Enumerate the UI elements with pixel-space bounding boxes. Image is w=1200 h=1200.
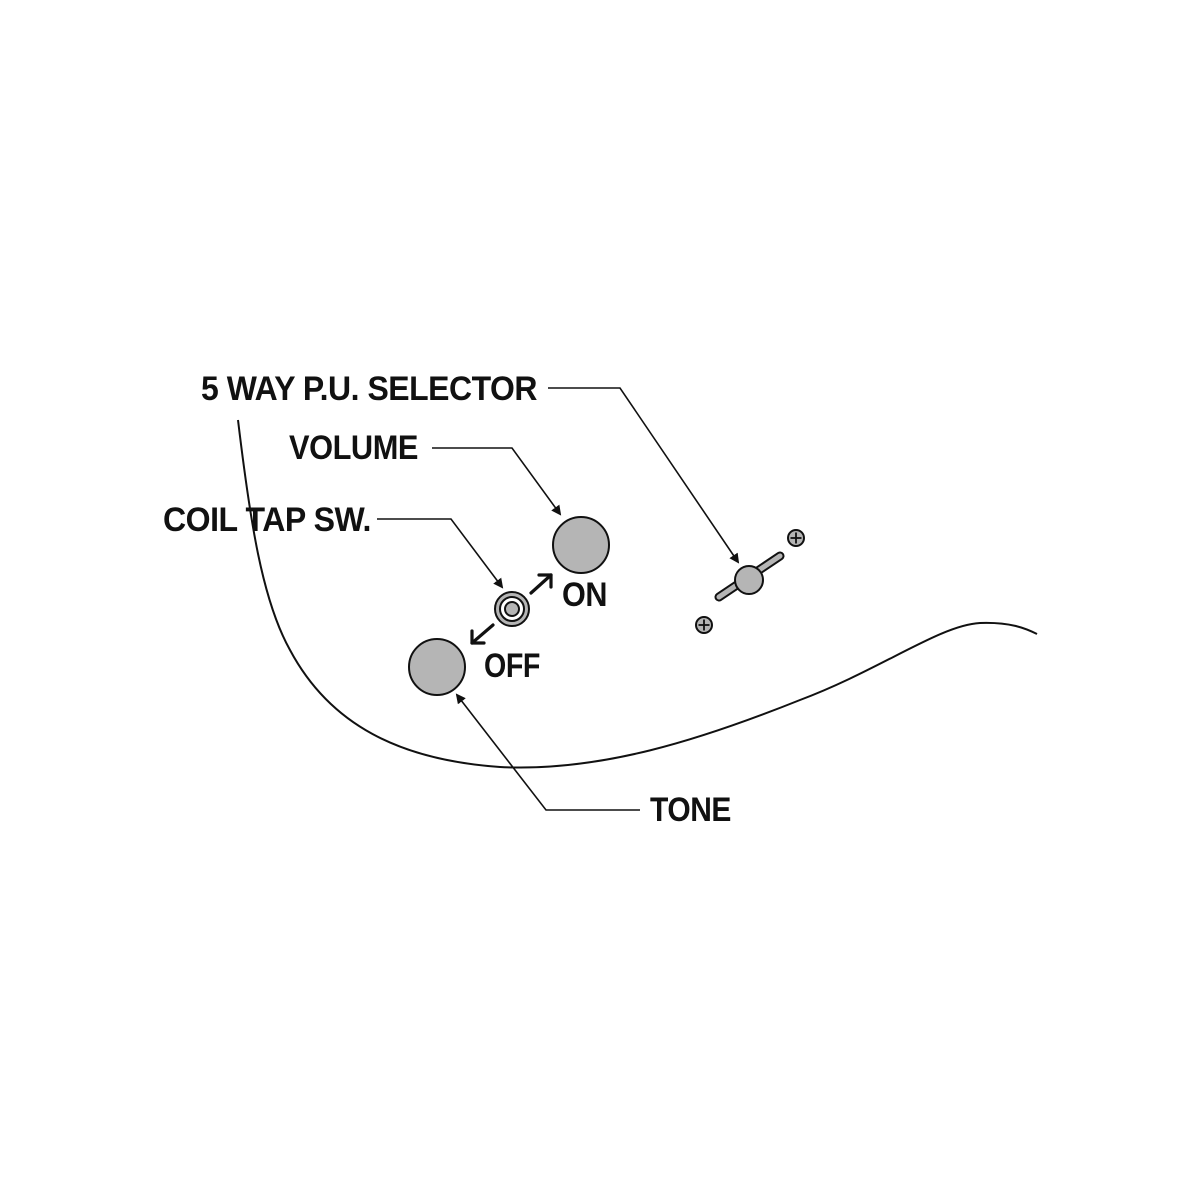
selector-tip[interactable] (734, 565, 764, 595)
leader-line-coil-tap (377, 518, 504, 589)
volume-knob[interactable] (552, 516, 610, 574)
screw-icon (787, 529, 805, 547)
coil-tap-switch[interactable] (494, 591, 530, 627)
screw-icon (695, 616, 713, 634)
volume-label: VOLUME (289, 429, 418, 467)
leader-line-tone (455, 693, 640, 811)
tone-label: TONE (650, 791, 731, 829)
tone-knob[interactable] (408, 638, 466, 696)
leader-line-pickup-selector (548, 387, 740, 564)
coil-tap-off-label: OFF (484, 647, 540, 685)
pickup-selector-switch[interactable] (714, 551, 785, 602)
pickup-selector-label: 5 WAY P.U. SELECTOR (201, 370, 537, 408)
off-direction-arrow (470, 623, 495, 645)
switch-tip (504, 601, 520, 617)
leader-line-volume (432, 447, 562, 516)
on-direction-arrow (529, 573, 553, 595)
coil-tap-on-label: ON (562, 576, 607, 614)
coil-tap-switch-label: COIL TAP SW. (163, 501, 371, 539)
guitar-body-outline (237, 419, 1038, 769)
